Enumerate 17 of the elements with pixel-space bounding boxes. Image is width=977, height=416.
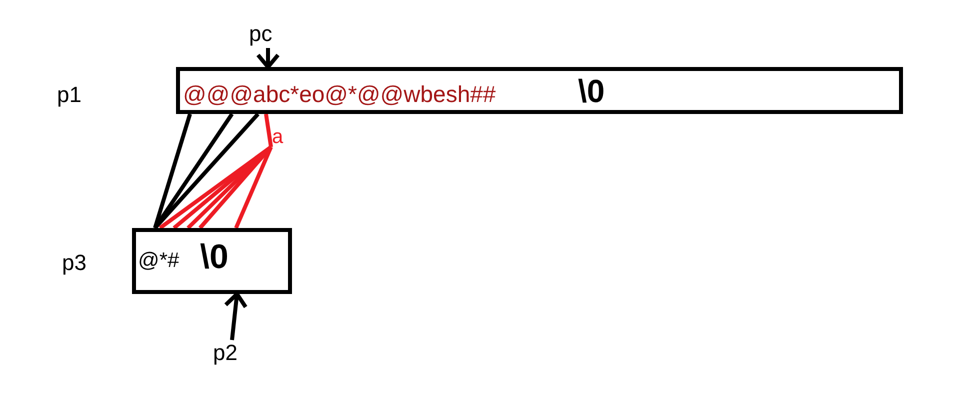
connector-line (154, 112, 260, 230)
connector-line (153, 113, 192, 229)
connector-line (256, 48, 280, 69)
string-text: @*# (138, 250, 180, 271)
pointer-label: a (272, 127, 284, 147)
terminator-text: \0 (578, 75, 605, 107)
connector-line (234, 146, 273, 229)
connector-line (264, 114, 273, 148)
string-box (176, 67, 903, 114)
pointer-label: p1 (57, 84, 82, 106)
pointer-label: p2 (213, 342, 238, 364)
pointer-label: pc (249, 23, 272, 45)
pointer-label: p3 (62, 252, 86, 274)
string-text: @@@abc*eo@*@@wbesh## (183, 83, 496, 106)
terminator-text: \0 (200, 240, 228, 274)
string-box (132, 228, 292, 294)
connector-line (224, 292, 248, 340)
